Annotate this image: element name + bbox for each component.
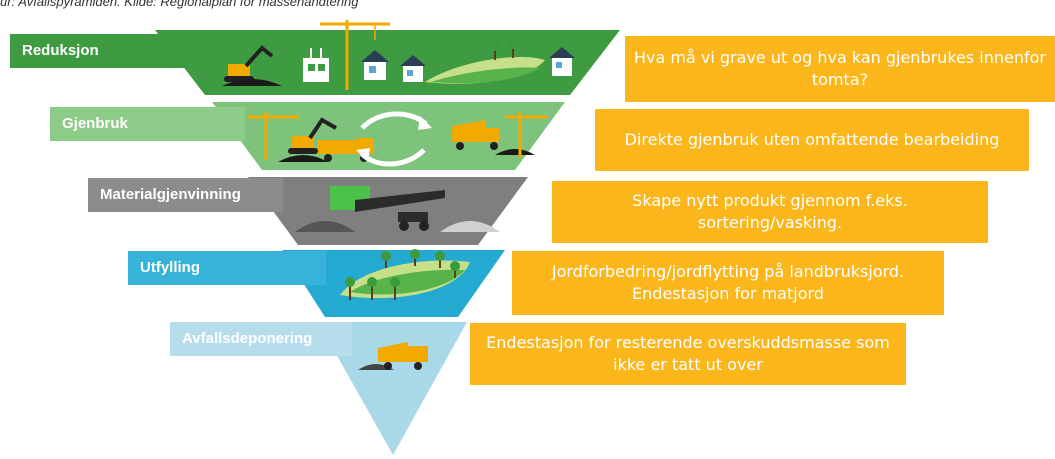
tier-label-gjenbruk: Gjenbruk (50, 107, 245, 141)
crane-icon (320, 20, 390, 90)
building-frame-icon (303, 48, 329, 82)
tier-label-utfylling: Utfylling (128, 251, 326, 285)
house-icon (400, 55, 426, 82)
green-field-icon (425, 37, 545, 84)
tier-description-avfallsdeponering: Endestasjon for resterende overskuddsmas… (470, 323, 906, 385)
dump-truck-icon (358, 342, 428, 370)
dump-truck-icon (318, 138, 374, 162)
tier-description-gjenbruk: Direkte gjenbruk uten omfattende bearbei… (595, 109, 1029, 171)
tier-label-materialgjenvinning: Materialgjenvinning (88, 178, 283, 212)
crane-icon (248, 112, 300, 160)
gravel-pile-icon (295, 221, 355, 232)
tier-label-avfallsdeponering: Avfallsdeponering (170, 322, 352, 356)
house-icon (549, 47, 575, 76)
crane-icon (506, 112, 548, 158)
figure-caption: ur: Avfallspyramiden. Kilde: Regionalpla… (0, 0, 359, 9)
tier-description-materialgjenvinning: Skape nytt produkt gjennom f.eks. sorter… (552, 181, 988, 243)
tier-band-materialgjenvinning (248, 177, 528, 245)
screening-machine-icon (330, 186, 445, 231)
tree-icon (345, 249, 460, 300)
excavator-icon (278, 117, 337, 162)
dump-truck-icon (452, 120, 535, 155)
tier-label-reduksjon: Reduksjon (10, 34, 205, 68)
tier-description-utfylling: Jordforbedring/jordflytting på landbruks… (512, 251, 944, 315)
house-icon (361, 50, 389, 80)
excavator-icon (222, 45, 282, 86)
tier-description-reduksjon: Hva må vi grave ut og hva kan gjenbrukes… (625, 36, 1055, 102)
tier-band-avfallsdeponering (318, 322, 467, 455)
gravel-pile-icon (440, 221, 500, 232)
cycle-arrows-icon (356, 111, 432, 167)
